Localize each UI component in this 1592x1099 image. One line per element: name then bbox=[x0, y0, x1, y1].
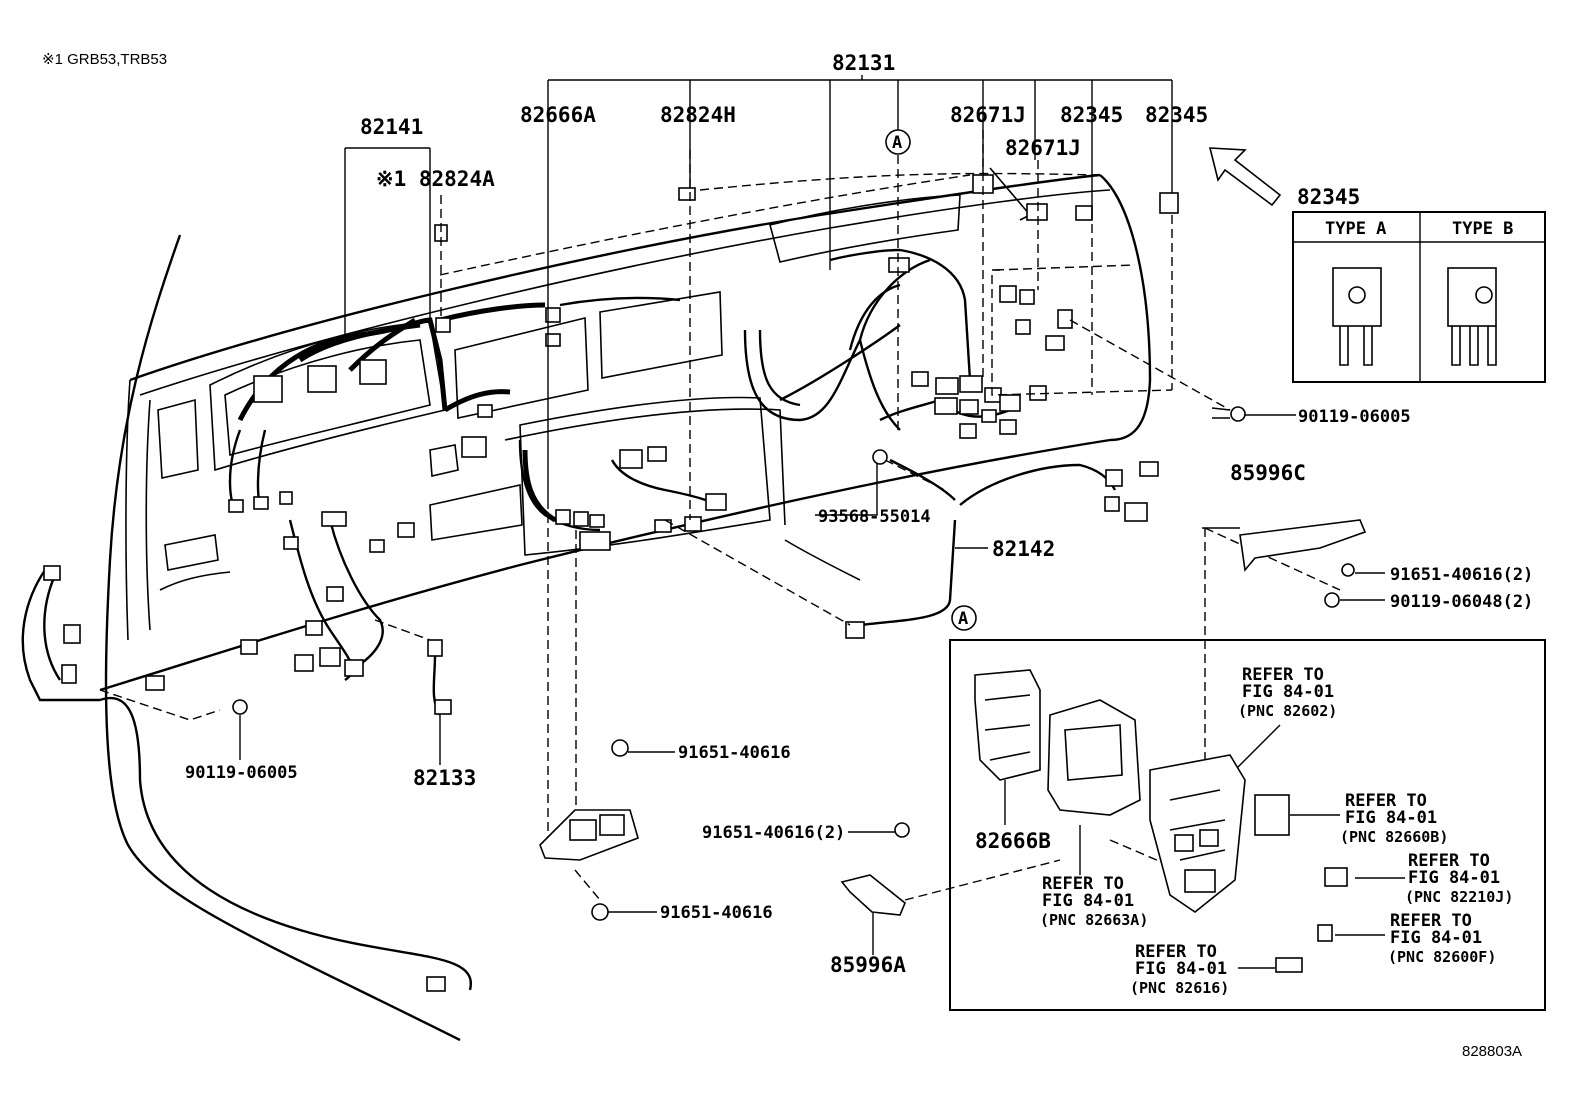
wire-harness-82133 bbox=[21, 519, 473, 991]
svg-text:FIG 84-01: FIG 84-01 bbox=[1345, 808, 1437, 828]
label-85996C: 85996C bbox=[1230, 461, 1306, 485]
refer-82660B: REFER TO FIG 84-01 (PNC 82660B) bbox=[1340, 791, 1448, 846]
label-93568-55014: 93568-55014 bbox=[818, 507, 931, 527]
svg-text:FIG 84-01: FIG 84-01 bbox=[1135, 959, 1227, 979]
model-note: ※1 GRB53,TRB53 bbox=[42, 51, 167, 68]
label-82666A: 82666A bbox=[520, 103, 596, 127]
relay-block-82666A bbox=[539, 809, 639, 861]
inset-box bbox=[949, 639, 1546, 1011]
type-b-label: TYPE B bbox=[1452, 219, 1513, 239]
label-85996A: 85996A bbox=[830, 953, 906, 977]
svg-text:REFER TO: REFER TO bbox=[1042, 874, 1124, 894]
svg-text:FIG 84-01: FIG 84-01 bbox=[1242, 682, 1334, 702]
label-82666B: 82666B bbox=[975, 829, 1051, 853]
label-91651-40616-a: 91651-40616 bbox=[678, 743, 791, 763]
label-82141: 82141 bbox=[360, 115, 423, 139]
svg-text:(PNC 82210J): (PNC 82210J) bbox=[1405, 888, 1513, 906]
label-82131: 82131 bbox=[832, 51, 895, 75]
label-90119-06048-2: 90119-06048(2) bbox=[1390, 592, 1533, 612]
leader-lines bbox=[99, 130, 1341, 901]
svg-text:REFER TO: REFER TO bbox=[1408, 851, 1490, 871]
label-82824A: ※1 82824A bbox=[376, 167, 495, 191]
bracket-85996A bbox=[840, 874, 906, 916]
label-82345-a: 82345 bbox=[1060, 103, 1123, 127]
label-82671J-b: 82671J bbox=[1005, 136, 1081, 160]
bracket-85996C bbox=[1239, 519, 1367, 572]
label-91651-40616-2-mid: 91651-40616(2) bbox=[702, 823, 845, 843]
figure-id: 828803A bbox=[1462, 1043, 1522, 1060]
svg-text:REFER TO: REFER TO bbox=[1345, 791, 1427, 811]
label-82142: 82142 bbox=[992, 537, 1055, 561]
svg-text:REFER TO: REFER TO bbox=[1135, 942, 1217, 962]
label-82345-b: 82345 bbox=[1145, 103, 1208, 127]
svg-text:(PNC 82616): (PNC 82616) bbox=[1130, 979, 1229, 997]
label-90119-06005-right: 90119-06005 bbox=[1298, 407, 1411, 427]
label-90119-06005-left: 90119-06005 bbox=[185, 763, 298, 783]
label-82824H: 82824H bbox=[660, 103, 736, 127]
svg-text:FIG 84-01: FIG 84-01 bbox=[1408, 868, 1500, 888]
refer-82210J: REFER TO FIG 84-01 (PNC 82210J) bbox=[1405, 851, 1513, 906]
svg-text:(PNC 82600F): (PNC 82600F) bbox=[1388, 948, 1496, 966]
refer-82600F: REFER TO FIG 84-01 (PNC 82600F) bbox=[1388, 911, 1496, 966]
svg-text:(PNC 82602): (PNC 82602) bbox=[1238, 702, 1337, 720]
marker-a-top: A bbox=[885, 129, 911, 155]
label-82345-c: 82345 bbox=[1297, 185, 1360, 209]
svg-text:(PNC 82660B): (PNC 82660B) bbox=[1340, 828, 1448, 846]
svg-text:REFER TO: REFER TO bbox=[1242, 665, 1324, 685]
refer-82616: REFER TO FIG 84-01 (PNC 82616) bbox=[1130, 942, 1229, 997]
label-91651-40616-b: 91651-40616 bbox=[660, 903, 773, 923]
svg-text:FIG 84-01: FIG 84-01 bbox=[1042, 891, 1134, 911]
wire-harness-82141 bbox=[228, 302, 546, 511]
svg-text:REFER TO: REFER TO bbox=[1390, 911, 1472, 931]
svg-text:A: A bbox=[892, 133, 902, 153]
refer-82602: REFER TO FIG 84-01 (PNC 82602) bbox=[1238, 665, 1337, 720]
label-91651-40616-2-right: 91651-40616(2) bbox=[1390, 565, 1533, 585]
type-table bbox=[1292, 211, 1546, 383]
label-82133: 82133 bbox=[413, 766, 476, 790]
wire-harness-82131 bbox=[518, 248, 1011, 532]
svg-text:(PNC 82663A): (PNC 82663A) bbox=[1040, 911, 1148, 929]
type-a-label: TYPE A bbox=[1325, 219, 1386, 239]
label-82671J-a: 82671J bbox=[950, 103, 1026, 127]
marker-a-inset: A bbox=[951, 605, 977, 631]
dashboard-outline bbox=[99, 167, 1152, 1042]
connectors bbox=[43, 174, 1179, 992]
bolts bbox=[232, 406, 1355, 921]
refer-82663A: REFER TO FIG 84-01 (PNC 82663A) bbox=[1040, 874, 1148, 929]
svg-text:A: A bbox=[958, 609, 968, 629]
wire-harness-82142 bbox=[859, 458, 1117, 627]
label-lines bbox=[239, 75, 1405, 969]
svg-text:FIG 84-01: FIG 84-01 bbox=[1390, 928, 1482, 948]
